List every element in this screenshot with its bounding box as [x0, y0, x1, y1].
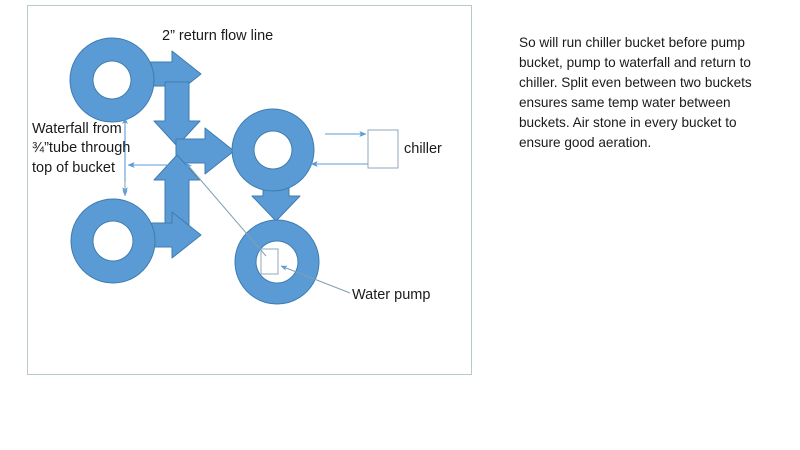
waterfall-callout-label: Waterfall from ¾”tube through top of buc…	[32, 121, 131, 176]
diagram-frame	[27, 5, 472, 375]
return-flow-line-label: 2” return flow line	[162, 28, 274, 44]
chiller-label: chiller	[404, 141, 442, 157]
water-pump-label: Water pump	[352, 287, 431, 303]
explanatory-note: So will run chiller bucket before pump b…	[519, 35, 752, 150]
